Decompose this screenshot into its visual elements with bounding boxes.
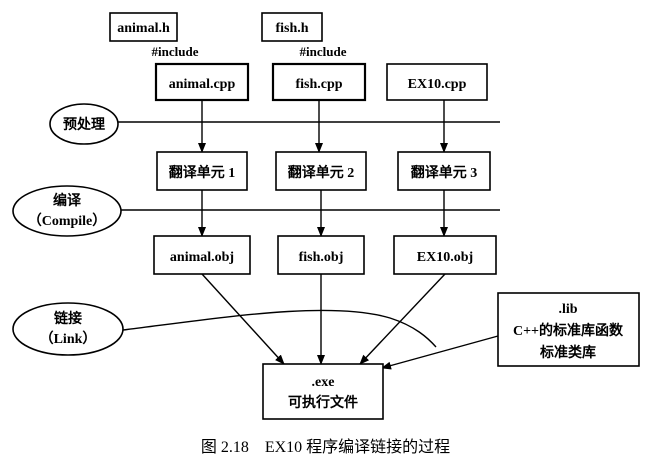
fish-h-node: fish.h	[261, 12, 323, 42]
library-line1: .lib	[558, 302, 577, 317]
executable-node: .exe 可执行文件	[262, 363, 384, 420]
library-line2: C++的标准库函数	[513, 322, 624, 339]
library-line3: 标准类库	[539, 344, 596, 361]
ex10-cpp-label: EX10.cpp	[408, 77, 467, 92]
figure-caption: 图 2.18 EX10 程序编译链接的过程	[200, 439, 451, 456]
executable-line2: 可执行文件	[288, 394, 358, 411]
compile-label-en: （Compile）	[28, 213, 107, 229]
fish-cpp-node: fish.cpp	[271, 62, 367, 102]
translation-unit-2: 翻译单元 2	[275, 151, 367, 191]
animal-cpp-node: animal.cpp	[154, 62, 250, 102]
fish-h-label: fish.h	[275, 21, 308, 36]
include-label-left: #include	[152, 44, 199, 59]
library-node: .lib C++的标准库函数 标准类库	[497, 292, 640, 367]
preprocess-label: 预处理	[63, 116, 105, 133]
animal-obj-node: animal.obj	[153, 235, 251, 275]
compile-link-diagram: animal.h fish.h #include #include animal…	[12, 12, 640, 420]
compile-label-cn: 编译	[53, 192, 82, 209]
link-label-en: （Link）	[40, 331, 97, 347]
animal-cpp-label: animal.cpp	[169, 77, 236, 92]
include-label-right: #include	[300, 44, 347, 59]
unit1-label: 翻译单元 1	[169, 164, 236, 181]
fish-cpp-label: fish.cpp	[295, 77, 342, 92]
animal-h-node: animal.h	[109, 12, 178, 42]
link-stage: 链接 （Link）	[12, 302, 124, 356]
arrow-lib-to-exe	[381, 335, 499, 370]
unit3-label: 翻译单元 3	[411, 164, 478, 181]
fish-obj-node: fish.obj	[277, 235, 365, 275]
unit2-label: 翻译单元 2	[288, 164, 355, 181]
animal-h-label: animal.h	[117, 21, 170, 36]
arrow-ex10-obj-to-exe	[359, 273, 446, 365]
animal-obj-label: animal.obj	[170, 250, 234, 265]
fish-obj-label: fish.obj	[299, 250, 344, 265]
ex10-obj-node: EX10.obj	[393, 235, 497, 275]
ex10-obj-label: EX10.obj	[417, 250, 473, 265]
link-curve	[122, 309, 437, 348]
preprocess-stage: 预处理	[49, 103, 119, 145]
translation-unit-1: 翻译单元 1	[156, 151, 248, 191]
executable-line1: .exe	[312, 375, 335, 390]
ex10-cpp-node: EX10.cpp	[386, 63, 488, 101]
translation-unit-3: 翻译单元 3	[397, 151, 491, 191]
compile-stage: 编译 （Compile）	[12, 185, 122, 237]
link-label-cn: 链接	[54, 310, 82, 327]
arrow-animal-obj-to-exe	[201, 273, 285, 365]
